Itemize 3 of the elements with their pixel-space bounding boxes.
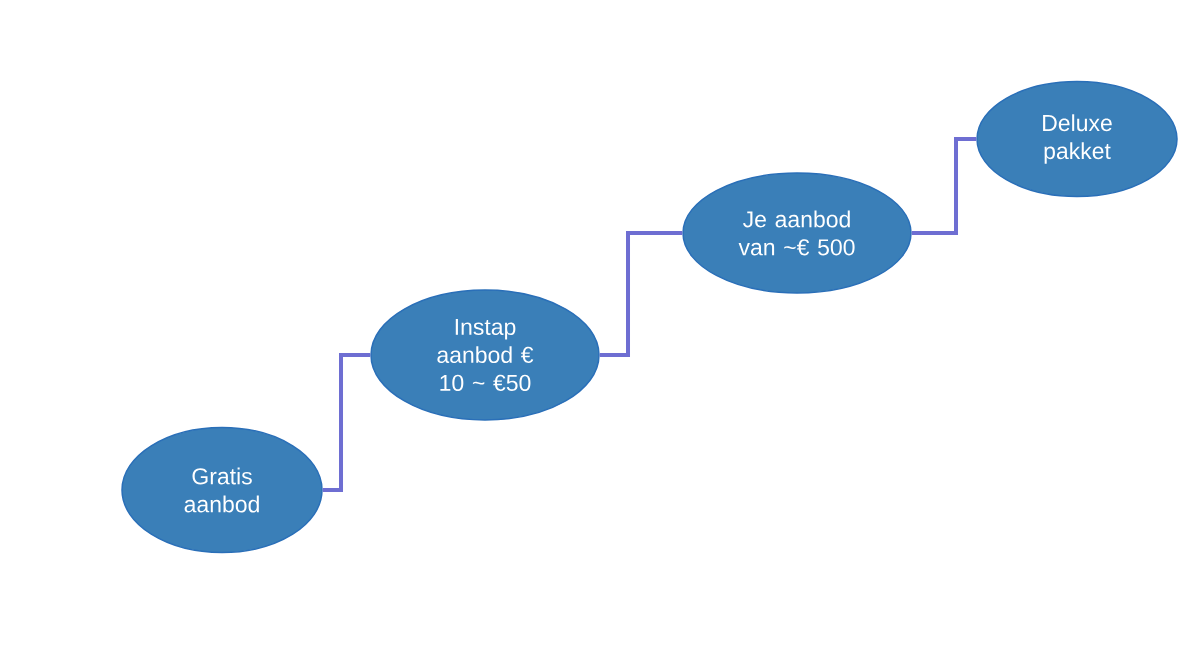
connector-line: [599, 231, 683, 357]
connector-line: [322, 353, 371, 492]
connector-line: [911, 137, 977, 235]
